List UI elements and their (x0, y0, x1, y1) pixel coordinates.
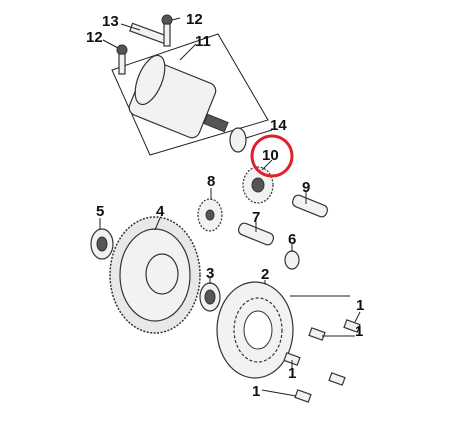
bolt-1-c (283, 352, 301, 366)
callout-9: 9 (302, 179, 310, 196)
bolt-1-e (294, 389, 312, 403)
gear-10 (242, 166, 274, 204)
motor-end-cap (134, 54, 166, 106)
callout-7: 7 (252, 209, 260, 226)
callout-6: 6 (288, 231, 296, 248)
bolt-1-a (343, 319, 361, 333)
clutch-housing-2 (216, 281, 294, 379)
bolt-12-left (116, 44, 128, 75)
callout-11: 11 (195, 33, 211, 50)
bearing-3 (199, 282, 221, 312)
callout-2: 2 (261, 266, 269, 283)
callout-4: 4 (156, 203, 165, 220)
motor-shaft (203, 113, 229, 133)
callout-12-top: 12 (186, 11, 203, 28)
starter-motor (111, 33, 269, 156)
motor-outline-box (111, 33, 269, 156)
callout-5: 5 (96, 203, 104, 220)
callout-1-c: 1 (288, 365, 296, 382)
shaft-7 (237, 222, 275, 246)
callout-1-d: 1 (252, 383, 260, 400)
bolt-12-top (161, 14, 173, 47)
highlight-circle (250, 134, 294, 178)
callout-1-a: 1 (356, 297, 364, 314)
bolt-1-b (308, 327, 326, 341)
callout-10: 10 (262, 147, 279, 164)
ring-gear-4 (109, 216, 201, 334)
o-ring-14 (229, 127, 247, 153)
bolt-1-d (328, 372, 346, 386)
gear-8 (197, 198, 223, 232)
callout-3: 3 (206, 265, 214, 282)
callout-14: 14 (270, 117, 287, 134)
shaft-9 (291, 194, 329, 218)
callout-12-left: 12 (86, 29, 103, 46)
callout-13: 13 (102, 13, 119, 30)
callout-1-b: 1 (355, 323, 363, 340)
leader-lines (99, 17, 361, 397)
washer-6 (284, 250, 300, 270)
callout-8: 8 (207, 173, 215, 190)
